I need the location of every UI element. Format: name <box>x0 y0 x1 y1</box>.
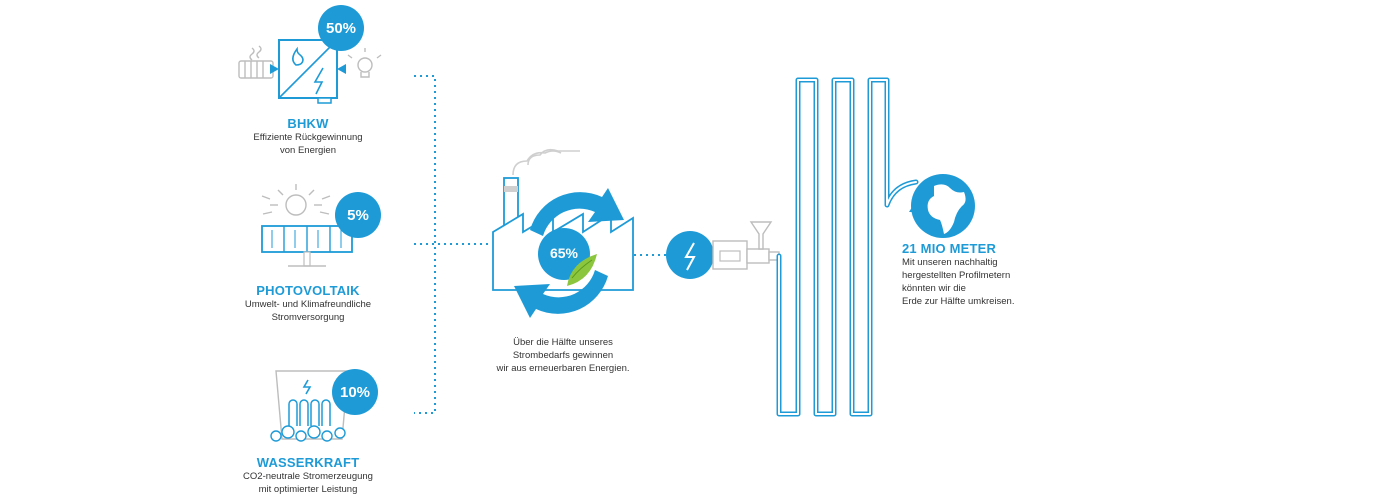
bhkw-percent-badge: 50% <box>318 5 364 51</box>
earth-desc-line1: Mit unseren nachhaltig <box>902 257 998 268</box>
bhkw-title: BHKW <box>287 116 329 131</box>
earth-title: 21 MIO METER <box>902 241 997 256</box>
pv-desc-line2: Stromversorgung <box>271 312 345 323</box>
dam-icon <box>270 370 349 442</box>
flame-icon <box>292 46 304 66</box>
pv-title: PHOTOVOLTAIK <box>256 283 360 298</box>
recycle-arrows-icon <box>514 188 624 318</box>
lightning-icon <box>313 67 324 95</box>
globe-icon <box>909 174 975 238</box>
profile-meter-line <box>776 77 919 417</box>
sun-icon <box>261 184 331 216</box>
connector-lines <box>414 75 668 414</box>
pv-percent-badge: 5% <box>335 192 381 238</box>
earth-desc-line4: Erde zur Hälfte umkreisen. <box>902 296 1015 307</box>
pv-desc-line1: Umwelt- und Klimafreundliche <box>244 299 372 310</box>
wasser-title: WASSERKRAFT <box>256 455 360 470</box>
factory-desc-line1: Über die Hälfte unseres <box>513 337 613 348</box>
earth-desc-line2: hergestellten Profilmetern <box>902 270 1011 281</box>
factory-desc-line2: Strombedarfs gewinnen <box>512 350 614 361</box>
wasser-desc-line1: CO2-neutrale Stromerzeugung <box>243 471 373 482</box>
extruder-icon <box>712 221 780 270</box>
solar-panel-icon <box>261 225 353 267</box>
bhkw-desc-line1: Effiziente Rückgewinnung <box>253 132 363 143</box>
wasser-percent-badge: 10% <box>332 369 378 415</box>
leaf-icon <box>567 254 597 286</box>
wasser-desc-line2: mit optimierter Leistung <box>258 484 358 495</box>
radiator-icon <box>238 45 274 79</box>
power-circle <box>666 231 714 279</box>
cogeneration-unit <box>270 39 346 104</box>
bulb-icon <box>347 48 382 78</box>
factory-percent: 65% <box>549 245 579 261</box>
earth-desc-line3: könnten wir die <box>902 283 966 294</box>
bhkw-desc-line2: von Energien <box>280 145 336 156</box>
power-lightning-icon <box>684 242 696 271</box>
factory-desc-line3: wir aus erneuerbaren Energien. <box>496 363 630 374</box>
